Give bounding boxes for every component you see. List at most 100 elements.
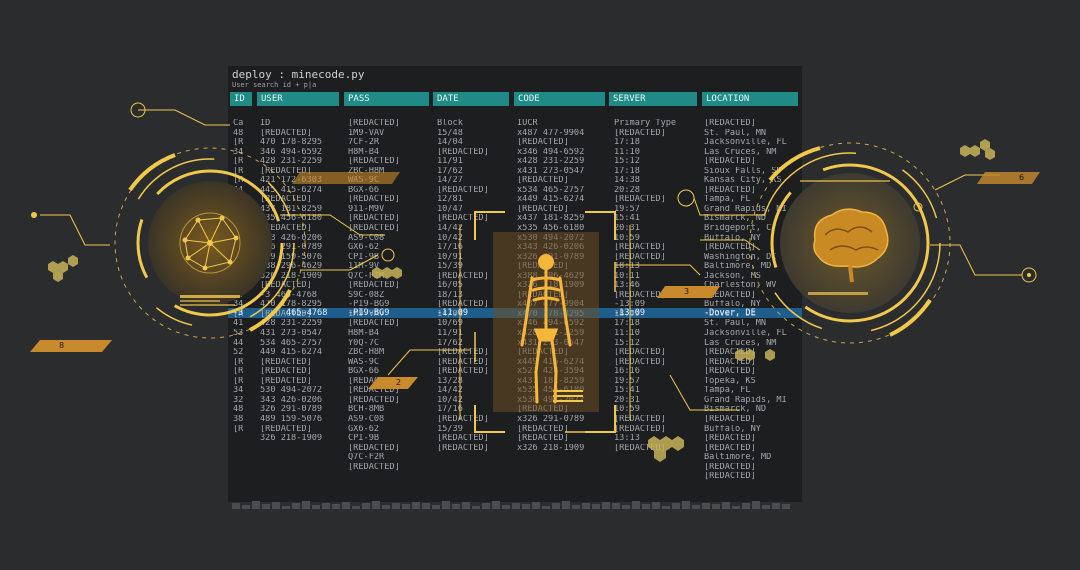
table-cell: [REDACTED] [260,357,312,367]
table-cell: [REDACTED] [260,376,312,386]
table-cell: 16:16 [614,367,640,377]
highlight-pass: -PI9-BG9 [348,308,390,318]
table-cell: St. Paul, MN [704,128,767,138]
table-cell: 11:10 [614,147,640,157]
table-cell: [R [233,176,244,186]
table-cell: x326 291-0789 [517,414,585,424]
table-cell: 343 426-0206 [260,395,323,405]
table-cell: [REDACTED] [517,204,569,214]
table-cell: [REDACTED] [704,462,756,472]
table-cell: BGX-66 [348,185,380,195]
table-cell: [R [233,357,244,367]
table-cell: Buffalo, NY [704,300,761,310]
header-id[interactable]: ID [230,92,252,106]
table-cell: BGX-66 [348,367,380,377]
table-cell: 14/04 [437,138,463,148]
header-user[interactable]: USER [257,92,339,106]
table-cell: [R [233,138,244,148]
table-cell: Kansas City, KS [704,176,782,186]
table-cell: Buffalo, NY [704,233,761,243]
table-cell: 11/91 [437,329,463,339]
table-cell: Y0Q-7C [348,338,380,348]
table-cell: CPI-9B [348,252,380,262]
table-cell: CPI-9B [348,434,380,444]
table-cell: [REDACTED] [348,195,400,205]
header-location[interactable]: LOCATION [702,92,798,106]
table-cell: 17/16 [437,243,463,253]
table-cell: [REDACTED] [704,243,756,253]
table-cell: [REDACTED] [704,434,756,444]
table-cell: 489 159-5076 [260,414,323,424]
footer-bars [232,490,792,509]
table-cell: [REDACTED] [260,281,312,291]
table-cell: Washington, DC [704,252,777,262]
table-cell: x437 181-8259 [517,214,585,224]
table-cell: 15/39 [437,262,463,272]
tag-label: 6 [1019,173,1025,182]
highlight-date: -11.09 [437,308,469,318]
table-cell: [REDACTED] [348,119,400,128]
table-cell: [REDACTED] [348,376,400,386]
table-cell: x534 465-2757 [517,185,585,195]
table-cell: Q7C-F2R [348,271,385,281]
skeleton-scan-icon [520,254,572,404]
table-cell: 15/39 [437,424,463,434]
table-cell: [R [233,309,244,319]
table-cell: [REDACTED] [614,290,666,300]
table-cell: 535 456-6180 [260,214,323,224]
table-cell: H8M-B4 [348,147,380,157]
table-cell: [REDACTED] [704,443,756,453]
hexagon-cluster-icon [735,349,775,361]
table-cell: ZBC-H8M [348,166,385,176]
table-cell: [REDACTED] [614,414,666,424]
table-cell: GX6-62 [348,243,380,253]
table-cell: 437 181-8259 [260,204,323,214]
table-cell: 428 231-2259 [260,157,323,167]
table-cell: [REDACTED] [348,386,400,396]
table-cell: 19:57 [614,204,640,214]
table-cell: [REDACTED] [437,300,489,310]
table-cell: 326 291-0789 [260,405,323,415]
table-cell: 34 [233,300,244,310]
table-cell: x487 477-9904 [517,128,585,138]
table-cell: 388 296-4629 [260,262,323,272]
table-cell: x346 494-6592 [517,147,585,157]
table-cell: 431 273-0547 [260,329,323,339]
table-cell: x449 415-6274 [517,195,585,205]
table-cell: 10:11 [614,271,640,281]
table-cell: [REDACTED] [704,119,756,128]
table-cell: 14:38 [614,176,640,186]
table-cell: Topeka, KS [704,376,756,386]
highlight-user: 465-4768 [286,308,328,318]
table-cell: Primary Type [614,119,677,128]
table-cell: [REDACTED] [348,224,400,234]
tag-label: 2 [396,378,402,387]
table-cell: 10:59 [614,233,640,243]
table-cell: [REDACTED] [704,157,756,167]
table-cell: Charleston, WV [704,281,777,291]
table-cell: Buffalo, NY [704,424,761,434]
table-cell: S9C-08Z [348,290,385,300]
header-server[interactable]: SERVER [609,92,697,106]
table-cell: -3 465-4768 [260,290,317,300]
table-cell: 17/62 [437,166,463,176]
terminal-title: deploy : minecode.py [232,68,365,81]
header-pass[interactable]: PASS [344,92,429,106]
highlight-id: -3 [233,308,244,318]
table-cell: 20:31 [614,395,640,405]
table-cell: 44 [233,338,244,348]
table-cell: [REDACTED] [614,195,666,205]
table-cell: Grand Rapids, MI [704,204,787,214]
network-sphere-icon [179,212,241,274]
table-cell: Bridgeport, CT [704,224,777,234]
table-cell: 534 465-2757 [260,338,323,348]
table-cell: [REDACTED] [614,243,666,253]
table-cell: 38 [233,414,244,424]
header-code[interactable]: CODE [514,92,605,106]
table-cell: 10/42 [437,395,463,405]
table-cell: [REDACTED] [704,185,756,195]
header-date[interactable]: DATE [433,92,509,106]
table-cell: [REDACTED] [437,271,489,281]
